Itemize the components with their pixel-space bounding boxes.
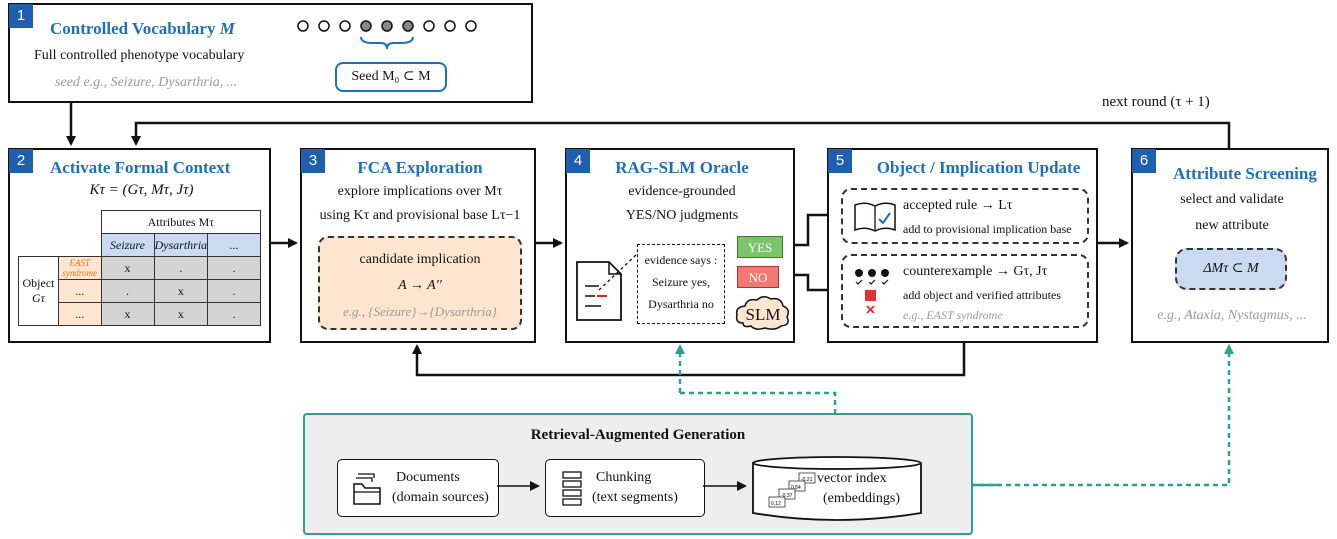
evidence-line: evidence says : [644,253,718,267]
table-cell: x [153,279,209,303]
col-header: Dysarthria [153,233,209,257]
panel-5-title: Object / Implication Update [876,158,1081,177]
delta-attribute-box: ΔMτ ⊂ M [1175,248,1287,290]
candidate-formula: A → A′′ [398,278,442,293]
panel-4-title: RAG-SLM Oracle [615,158,749,177]
panel-4-line-2: YES/NO judgments [625,208,739,223]
col-header: ... [207,233,262,257]
candidate-implication-box: candidate implication A → A′′ e.g., {Sei… [318,236,522,330]
book-icon [854,202,896,232]
evidence-box: evidence says : Seizure yes, Dysarthria … [637,244,725,324]
document-icon [576,261,622,321]
panel-3-line-2: using Kτ and provisional base Lτ−1 [319,208,521,223]
counterexample-title: counterexample → Gτ, Jτ [903,264,1048,279]
vocabulary-dots [297,20,477,50]
vector-value: -0.21 [801,477,813,483]
table-cell: x [153,302,209,326]
counterexample-box: counterexample → Gτ, Jτ add object and v… [841,254,1089,328]
table-cell: x [100,302,155,326]
accepted-rule-box: accepted rule → Lτ add to provisional im… [841,188,1089,244]
table-cell: . [153,256,209,280]
yes-badge: YES [737,236,783,258]
documents-sub: (domain sources) [392,490,489,505]
col-header: Seizure [100,233,155,257]
panel-formal-context: 2 Activate Formal Context Kτ = (Gτ, Mτ, … [8,148,271,343]
evidence-line: Seizure yes, [652,275,710,289]
step-badge-2: 2 [9,149,33,173]
vector-value: -0.37 [781,493,793,499]
panel-object-implication-update: 5 Object / Implication Update accepted r… [827,148,1098,343]
counterexample-example: e.g., EAST syndrome [903,308,1003,322]
vector-index-sub: (embeddings) [823,491,900,506]
evidence-callout-line [598,253,638,291]
counterexample-icon [855,269,889,314]
chunks-icon [562,471,582,506]
documents-label: Documents [396,470,460,485]
chunking-sub: (text segments) [592,490,678,505]
panel-3-title: FCA Exploration [357,158,483,177]
arrow-no [784,273,838,295]
arrow-5-to-3 [412,343,966,377]
row-label: ... [58,302,102,326]
accepted-rule-title: accepted rule → Lτ [903,198,1013,213]
panel-controlled-vocabulary: 1 Controlled Vocabulary M Full controlle… [8,3,533,103]
step-badge-1: 1 [9,4,33,28]
attributes-header: Attributes Mτ [100,210,262,234]
table-cell: . [207,302,262,326]
table-cell: . [100,279,155,303]
documents-box: Documents (domain sources) [337,459,499,517]
rag-title: Retrieval-Augmented Generation [530,427,746,443]
panel-1-title: Controlled Vocabulary M [50,19,235,38]
table-cell: . [207,256,262,280]
row-label: EAST syndrome [58,256,102,280]
next-round-label: next round (τ + 1) [1102,94,1210,110]
rag-link-vector [680,391,840,457]
evidence-line: Dysarthria no [648,297,714,311]
formal-context-table: Attributes Mτ Seizure Dysarthria ... Obj… [18,210,262,326]
rag-link-screening [925,344,1234,487]
step-badge-5: 5 [828,149,852,173]
arrow-next-round [131,121,1231,148]
table-cell: . [207,279,262,303]
counterexample-sub: add object and verified attributes [903,288,1061,302]
panel-fca-exploration: 3 FCA Exploration explore implications o… [300,148,536,343]
panel-6-title: Attribute Screening [1173,164,1317,183]
panel-2-title: Activate Formal Context [50,158,231,177]
documents-icon [353,473,381,505]
accepted-rule-sub: add to provisional implication base [903,222,1072,236]
context-formula: Kτ = (Gτ, Mτ, Jτ) [89,182,194,198]
delta-attribute: ΔMτ ⊂ M [1203,261,1259,276]
vector-index-cylinder: -0.21 0.84 -0.37 0.12 [752,456,922,521]
vector-value: 0.84 [791,485,801,491]
step-badge-3: 3 [301,149,325,173]
panel-4-line-1: evidence-grounded [628,184,736,199]
slm-cloud-icon [735,296,790,330]
table-cell: x [100,256,155,280]
no-badge: NO [737,266,779,288]
panel-1-line: Full controlled phenotype vocabulary [34,48,245,63]
screening-example: e.g., Ataxia, Nystagmus, ... [1157,308,1307,323]
chunking-label: Chunking [596,470,652,485]
vector-index-label: vector index [817,471,887,486]
arrow-yes [784,210,838,247]
panel-3-line-1: explore implications over Mτ [337,184,503,199]
candidate-title: candidate implication [359,252,481,267]
panel-attribute-screening: 6 Attribute Screening select and validat… [1131,148,1329,343]
panel-1-seed-example: seed e.g., Seizure, Dysarthria, ... [55,75,238,90]
step-badge-4: 4 [566,149,590,173]
slm-label: SLM [745,305,781,324]
panel-6-line-1: select and validate [1180,192,1284,207]
chunking-box: Chunking (text segments) [545,459,705,517]
seed-box: Seed M₀ ⊂ M [335,62,447,92]
candidate-example: e.g., {Seizure}→{Dysarthria} [343,304,497,319]
row-label: ... [58,279,102,303]
panel-rag-slm-oracle: 4 RAG-SLM Oracle evidence-grounded YES/N… [565,148,795,343]
vector-value: 0.12 [771,501,781,507]
rag-panel: Retrieval-Augmented Generation Documents… [303,413,973,535]
panel-6-line-2: new attribute [1195,218,1269,233]
step-badge-6: 6 [1132,149,1156,173]
